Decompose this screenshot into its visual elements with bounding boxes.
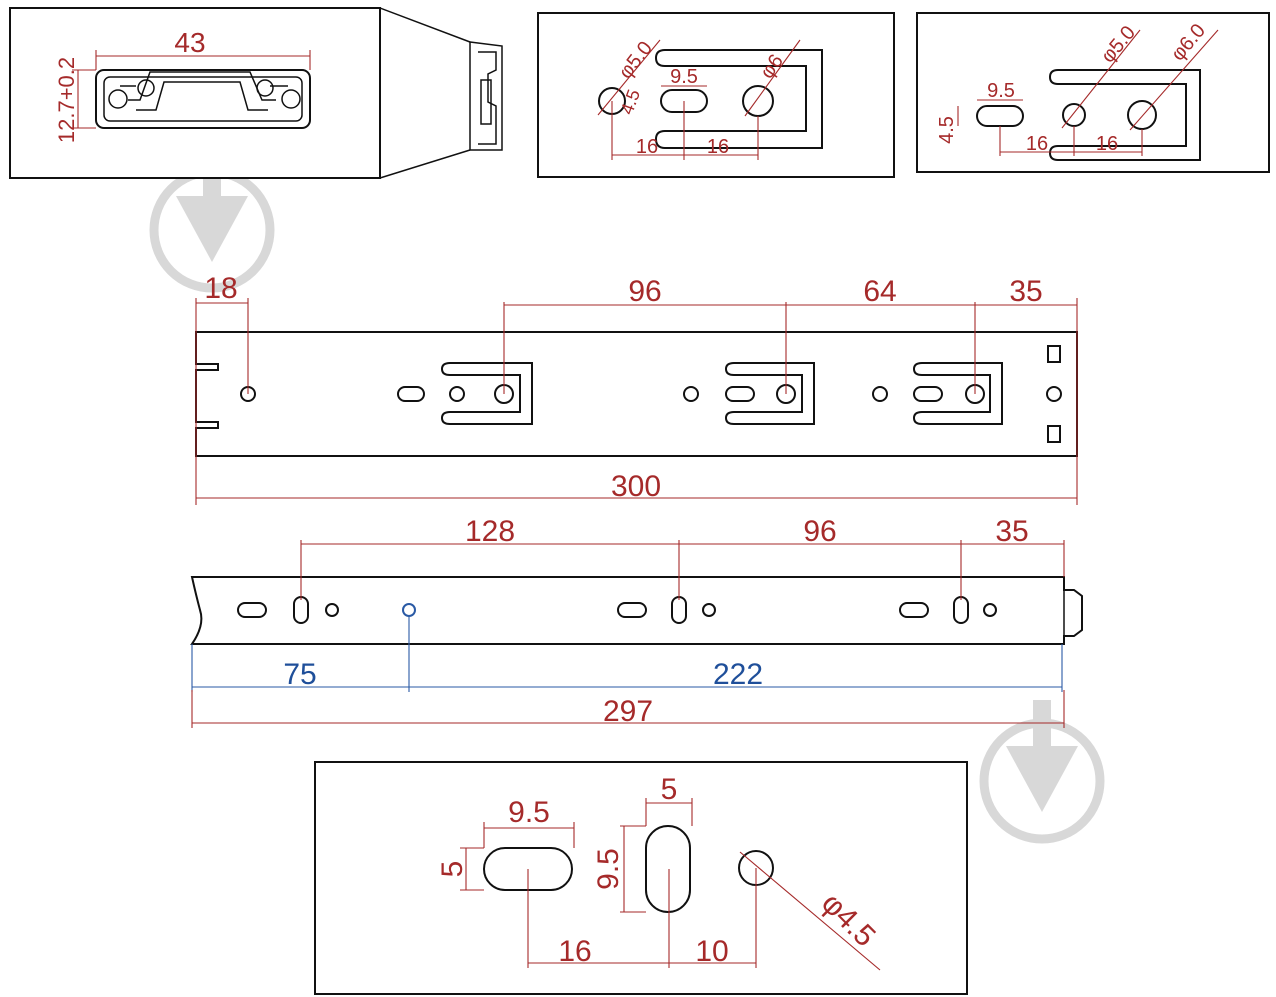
- detail-slot-a-frame: [537, 12, 895, 178]
- detail-holes: 9.5 5 5 9.5 16 10 φ4.5: [314, 761, 968, 995]
- slot-a-spacing-1: 16: [636, 136, 658, 158]
- slot-b-spacing-2: 16: [1096, 133, 1118, 155]
- holes-slot-h: 5: [436, 861, 469, 878]
- detail-slot-b-frame: [916, 12, 1270, 173]
- holes-vslot-w: 5: [661, 773, 678, 806]
- slot-b-slot-label: 9.5: [987, 80, 1015, 102]
- rail-bottom-gap-c: 35: [995, 515, 1028, 548]
- detail-slot-a: φ5.0 φ6 9.5 4.5 16 16: [537, 12, 895, 178]
- rail-top-length: 300: [611, 470, 661, 503]
- rail-bottom-gap-a: 128: [465, 515, 515, 548]
- slot-a-slot-label: 9.5: [670, 66, 698, 88]
- rail-top-gap-a: 96: [628, 275, 661, 308]
- rail-bottom-part-b: 222: [713, 658, 763, 691]
- slot-b-side-label: 4.5: [936, 116, 958, 144]
- detail-profile-frame: [9, 7, 381, 179]
- detail-profile: 43 12.7+0.2: [9, 7, 503, 179]
- detail-holes-frame: [314, 761, 968, 995]
- rail-bottom-part-a: 75: [283, 658, 316, 691]
- holes-slot-w: 9.5: [508, 796, 550, 829]
- slot-a-spacing-2: 16: [707, 136, 729, 158]
- holes-vslot-h: 9.5: [592, 848, 625, 890]
- slot-b-spacing-1: 16: [1026, 133, 1048, 155]
- holes-dist-2: 10: [695, 935, 728, 968]
- rail-top-gap-c: 35: [1009, 275, 1042, 308]
- rail-top-gap-b: 64: [863, 275, 896, 308]
- download-arrow-icon: [979, 700, 1105, 844]
- rail-bottom-gap-b: 96: [803, 515, 836, 548]
- rail-bottom-length: 297: [603, 695, 653, 728]
- rail-top-offset: 18: [204, 272, 237, 305]
- holes-dist-1: 16: [558, 935, 591, 968]
- rail-top: 18 96 64 35 300: [195, 272, 1078, 505]
- profile-height-label: 12.7+0.2: [54, 57, 79, 143]
- detail-slot-b: φ5.0 φ6.0 9.5 4.5 16 16: [916, 12, 1270, 173]
- rail-bottom: 128 96 35 75 222 297: [190, 515, 1083, 728]
- profile-width-label: 43: [174, 27, 205, 58]
